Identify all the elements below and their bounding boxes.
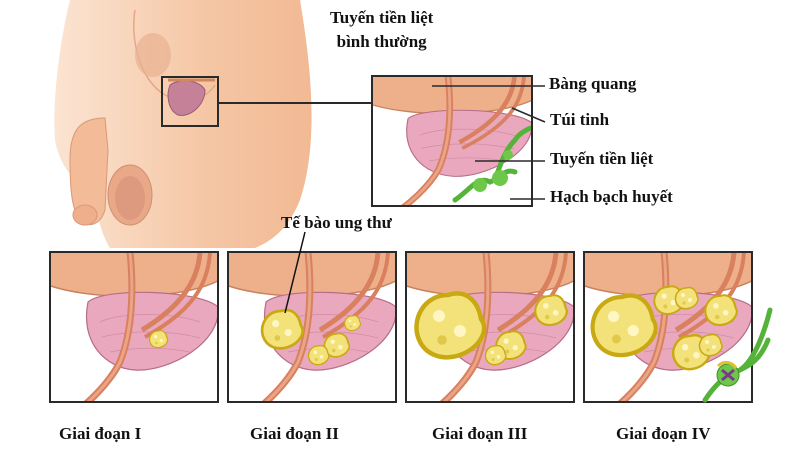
stage-panel-2 bbox=[227, 231, 397, 403]
stage-label-1: Giai đoạn I bbox=[59, 424, 142, 443]
body-anatomy bbox=[54, 0, 312, 248]
label-bladder: Bàng quang bbox=[549, 74, 637, 93]
stage-label-2: Giai đoạn II bbox=[250, 424, 339, 443]
label-prostate: Tuyến tiền liệt bbox=[550, 149, 654, 168]
stage-label-3: Giai đoạn III bbox=[432, 424, 528, 443]
label-cancer-cells: Tế bào ung thư bbox=[281, 213, 392, 232]
label-seminal-vesicle: Túi tinh bbox=[550, 110, 610, 129]
stage-panel-3 bbox=[405, 251, 575, 403]
title-line-1: Tuyến tiền liệt bbox=[330, 8, 434, 27]
diagram-title: Tuyến tiền liệt bình thường bbox=[330, 6, 433, 54]
pointer-line bbox=[284, 231, 306, 314]
title-line-2: bình thường bbox=[336, 32, 427, 51]
highlight-box bbox=[161, 76, 219, 127]
label-lymph-node: Hạch bạch huyết bbox=[550, 187, 673, 206]
zoom-panel bbox=[371, 75, 546, 207]
stage-label-4: Giai đoạn IV bbox=[616, 424, 711, 443]
stage-panel-4 bbox=[583, 251, 773, 403]
stage-panel-1 bbox=[49, 251, 219, 403]
